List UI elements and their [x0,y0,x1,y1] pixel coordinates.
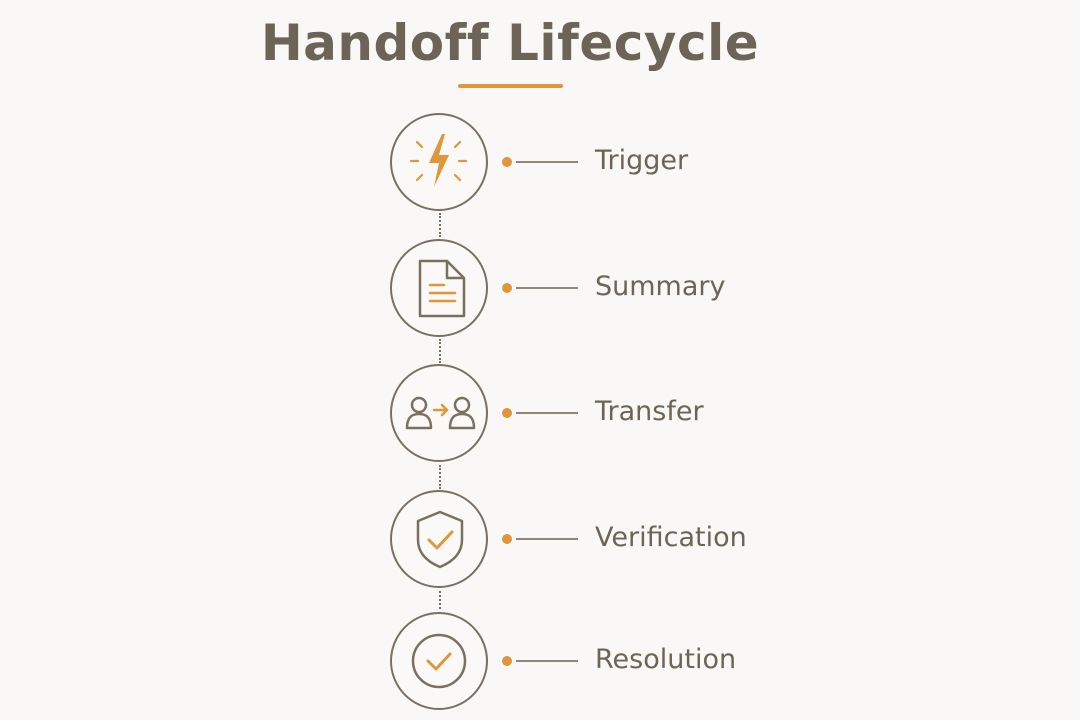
circle-check-icon [411,633,467,689]
diagram-title: Handoff Lifecycle [260,14,760,72]
step-leader-line [516,660,578,662]
step-marker-dot [502,656,512,666]
step-circle [390,113,488,211]
step-leader-line [516,287,578,289]
step-marker-dot [502,157,512,167]
step-label: Verification [595,522,747,553]
step-circle [390,364,488,462]
document-icon [418,259,466,318]
step-marker-dot [502,408,512,418]
step-label: Resolution [595,644,737,675]
step-label: Trigger [595,145,689,176]
step-connector [439,591,441,609]
lightning-bolt-icon [409,134,468,187]
step-label: Summary [595,271,726,302]
title-underline [458,84,563,88]
step-marker-dot [502,534,512,544]
step-connector [439,339,441,363]
person-transfer-icon [405,396,476,430]
shield-check-icon [416,510,464,569]
step-marker-dot [502,283,512,293]
step-circle [390,612,488,710]
step-leader-line [516,538,578,540]
step-circle [390,239,488,337]
step-circle [390,490,488,588]
step-label: Transfer [595,396,704,427]
step-leader-line [516,161,578,163]
step-connector [439,465,441,489]
step-leader-line [516,412,578,414]
step-connector [439,213,441,237]
